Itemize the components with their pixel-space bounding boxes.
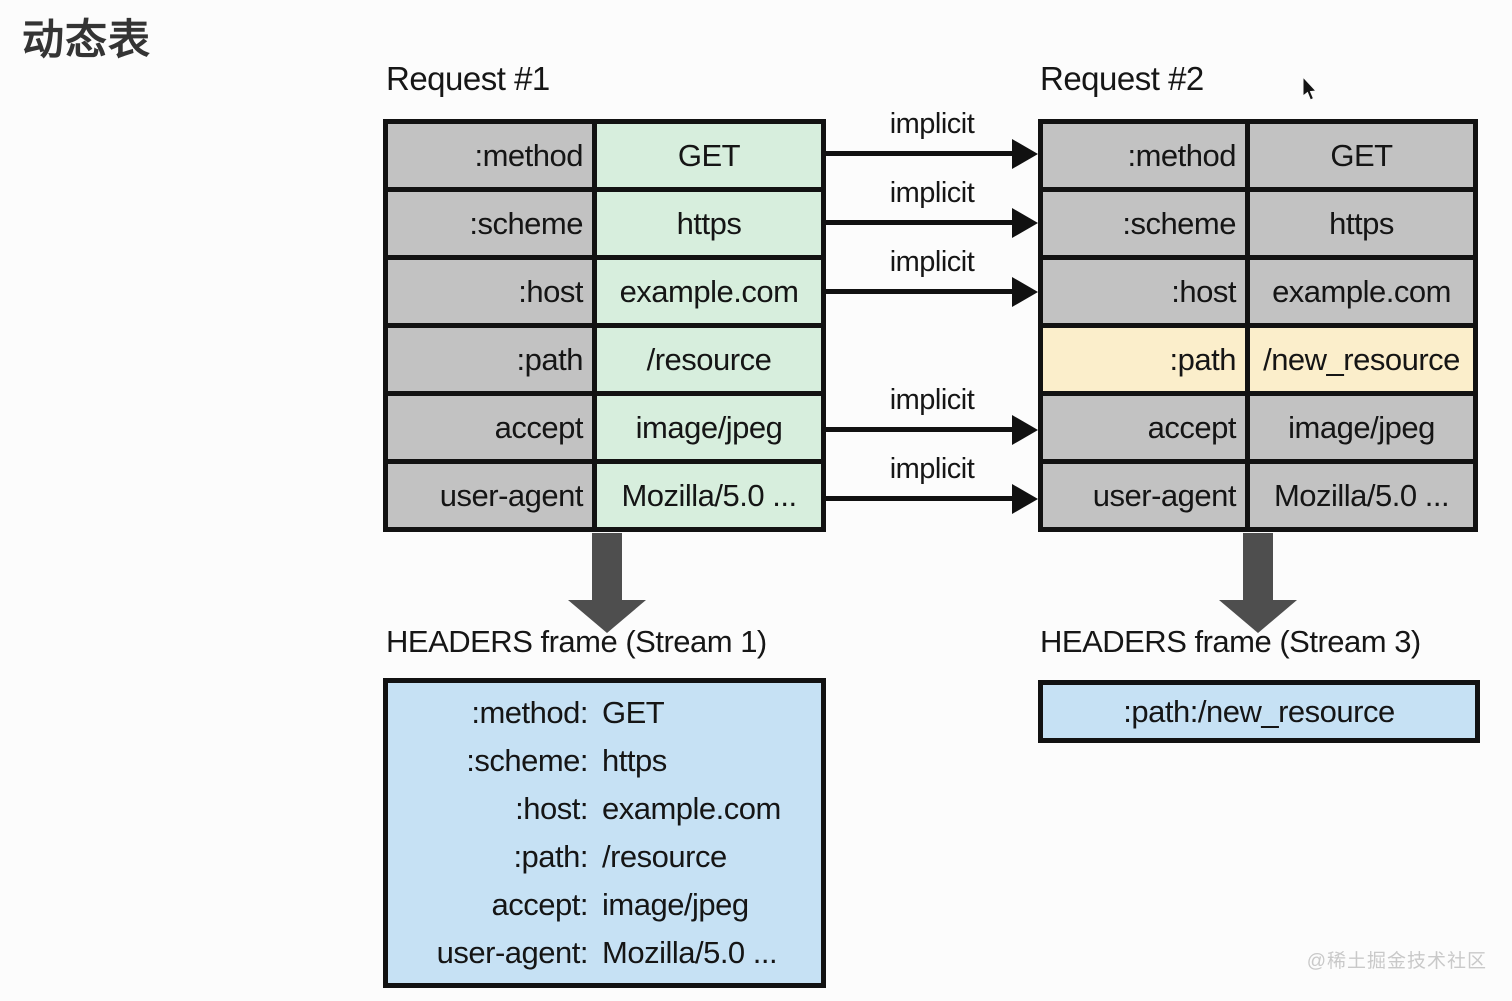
header-name-cell: :host [1043,260,1245,323]
arrow-right-icon [1012,208,1038,238]
header-name-cell: :method [1043,124,1245,187]
implicit-arrow-user-agent: implicit [826,453,1038,514]
headers-frame1-box: :method: GET :scheme: https :host: examp… [383,678,826,988]
frame-entry-value: /resource [602,839,727,874]
header-name-cell: :host [388,260,592,323]
implicit-arrow-accept: implicit [826,384,1038,445]
header-name-cell: :scheme [1043,192,1245,255]
arrow-line [826,496,1016,501]
arrow-line [826,151,1016,156]
headers-frame1-title: HEADERS frame (Stream 1) [386,624,767,659]
frame-entry-name: :path: [513,839,588,874]
implicit-label: implicit [889,108,975,140]
request1-header-table: :method GET :scheme https :host example.… [383,119,826,532]
header-value-cell: Mozilla/5.0 ... [1250,464,1473,527]
header-value-cell: Mozilla/5.0 ... [597,464,821,527]
headers-frame2-title: HEADERS frame (Stream 3) [1040,624,1421,659]
arrow-right-icon [1012,139,1038,169]
implicit-label: implicit [889,177,975,209]
implicit-arrow-scheme: implicit [826,177,1038,238]
implicit-arrow-method: implicit [826,108,1038,169]
header-name-cell: :method [388,124,592,187]
frame-entry: accept: image/jpeg [388,881,821,929]
request1-title: Request #1 [386,60,550,97]
header-value-cell: image/jpeg [1250,396,1473,459]
down-arrow-icon [568,533,646,633]
arrow-stem [1243,533,1273,600]
frame-entry-value: https [602,743,667,778]
frame-entry: :scheme: https [388,737,821,785]
headers-frame2-box: :path: /new_resource [1038,680,1480,743]
header-name-cell: accept [1043,396,1245,459]
header-name-cell-highlighted: :path [1043,328,1245,391]
frame-entry-name: :host: [515,791,588,826]
header-value-cell-highlighted: /new_resource [1250,328,1473,391]
frame-entry-value: Mozilla/5.0 ... [602,935,778,970]
header-name-cell: :scheme [388,192,592,255]
header-value-cell: https [1250,192,1473,255]
arrow-line [826,427,1016,432]
frame-entry-name: user-agent: [436,935,589,970]
header-value-cell: example.com [597,260,821,323]
header-name-cell: user-agent [388,464,592,527]
header-value-cell: image/jpeg [597,396,821,459]
header-value-cell: GET [1250,124,1473,187]
arrow-line [826,220,1016,225]
header-value-cell: GET [597,124,821,187]
frame-entry: :host: example.com [388,785,821,833]
frame-entry: user-agent: Mozilla/5.0 ... [388,929,821,977]
frame-entry-value: example.com [602,791,781,826]
arrow-line [826,289,1016,294]
header-value-cell: https [597,192,821,255]
implicit-arrow-host: implicit [826,246,1038,307]
down-arrow-icon [1219,533,1297,633]
page-title: 动态表 [22,16,152,63]
request2-title: Request #2 [1040,60,1204,97]
arrow-right-icon [1012,277,1038,307]
frame-entry-value: image/jpeg [602,887,749,922]
frame-entry-name: accept: [491,887,589,922]
implicit-label: implicit [889,453,975,485]
arrow-right-icon [1012,415,1038,445]
frame-entry-name: :path: [1123,693,1198,729]
implicit-label: implicit [889,246,975,278]
frame-entry-value: /new_resource [1197,693,1395,729]
implicit-label: implicit [889,384,975,416]
header-value-cell: /resource [597,328,821,391]
watermark: @稀土掘金技术社区 [1306,951,1487,972]
request2-header-table: :method GET :scheme https :host example.… [1038,119,1478,532]
frame-entry: :method: GET [388,689,821,737]
frame-entry-name: :method: [471,695,588,730]
header-name-cell: user-agent [1043,464,1245,527]
frame-entry-name: :scheme: [466,743,588,778]
frame-entry-value: GET [602,695,665,730]
mouse-cursor-icon [1302,77,1318,101]
arrow-right-icon [1012,484,1038,514]
header-value-cell: example.com [1250,260,1473,323]
arrow-head [568,600,646,633]
arrow-head [1219,600,1297,633]
frame-entry: :path: /resource [388,833,821,881]
arrow-stem [592,533,622,600]
header-name-cell: :path [388,328,592,391]
header-name-cell: accept [388,396,592,459]
